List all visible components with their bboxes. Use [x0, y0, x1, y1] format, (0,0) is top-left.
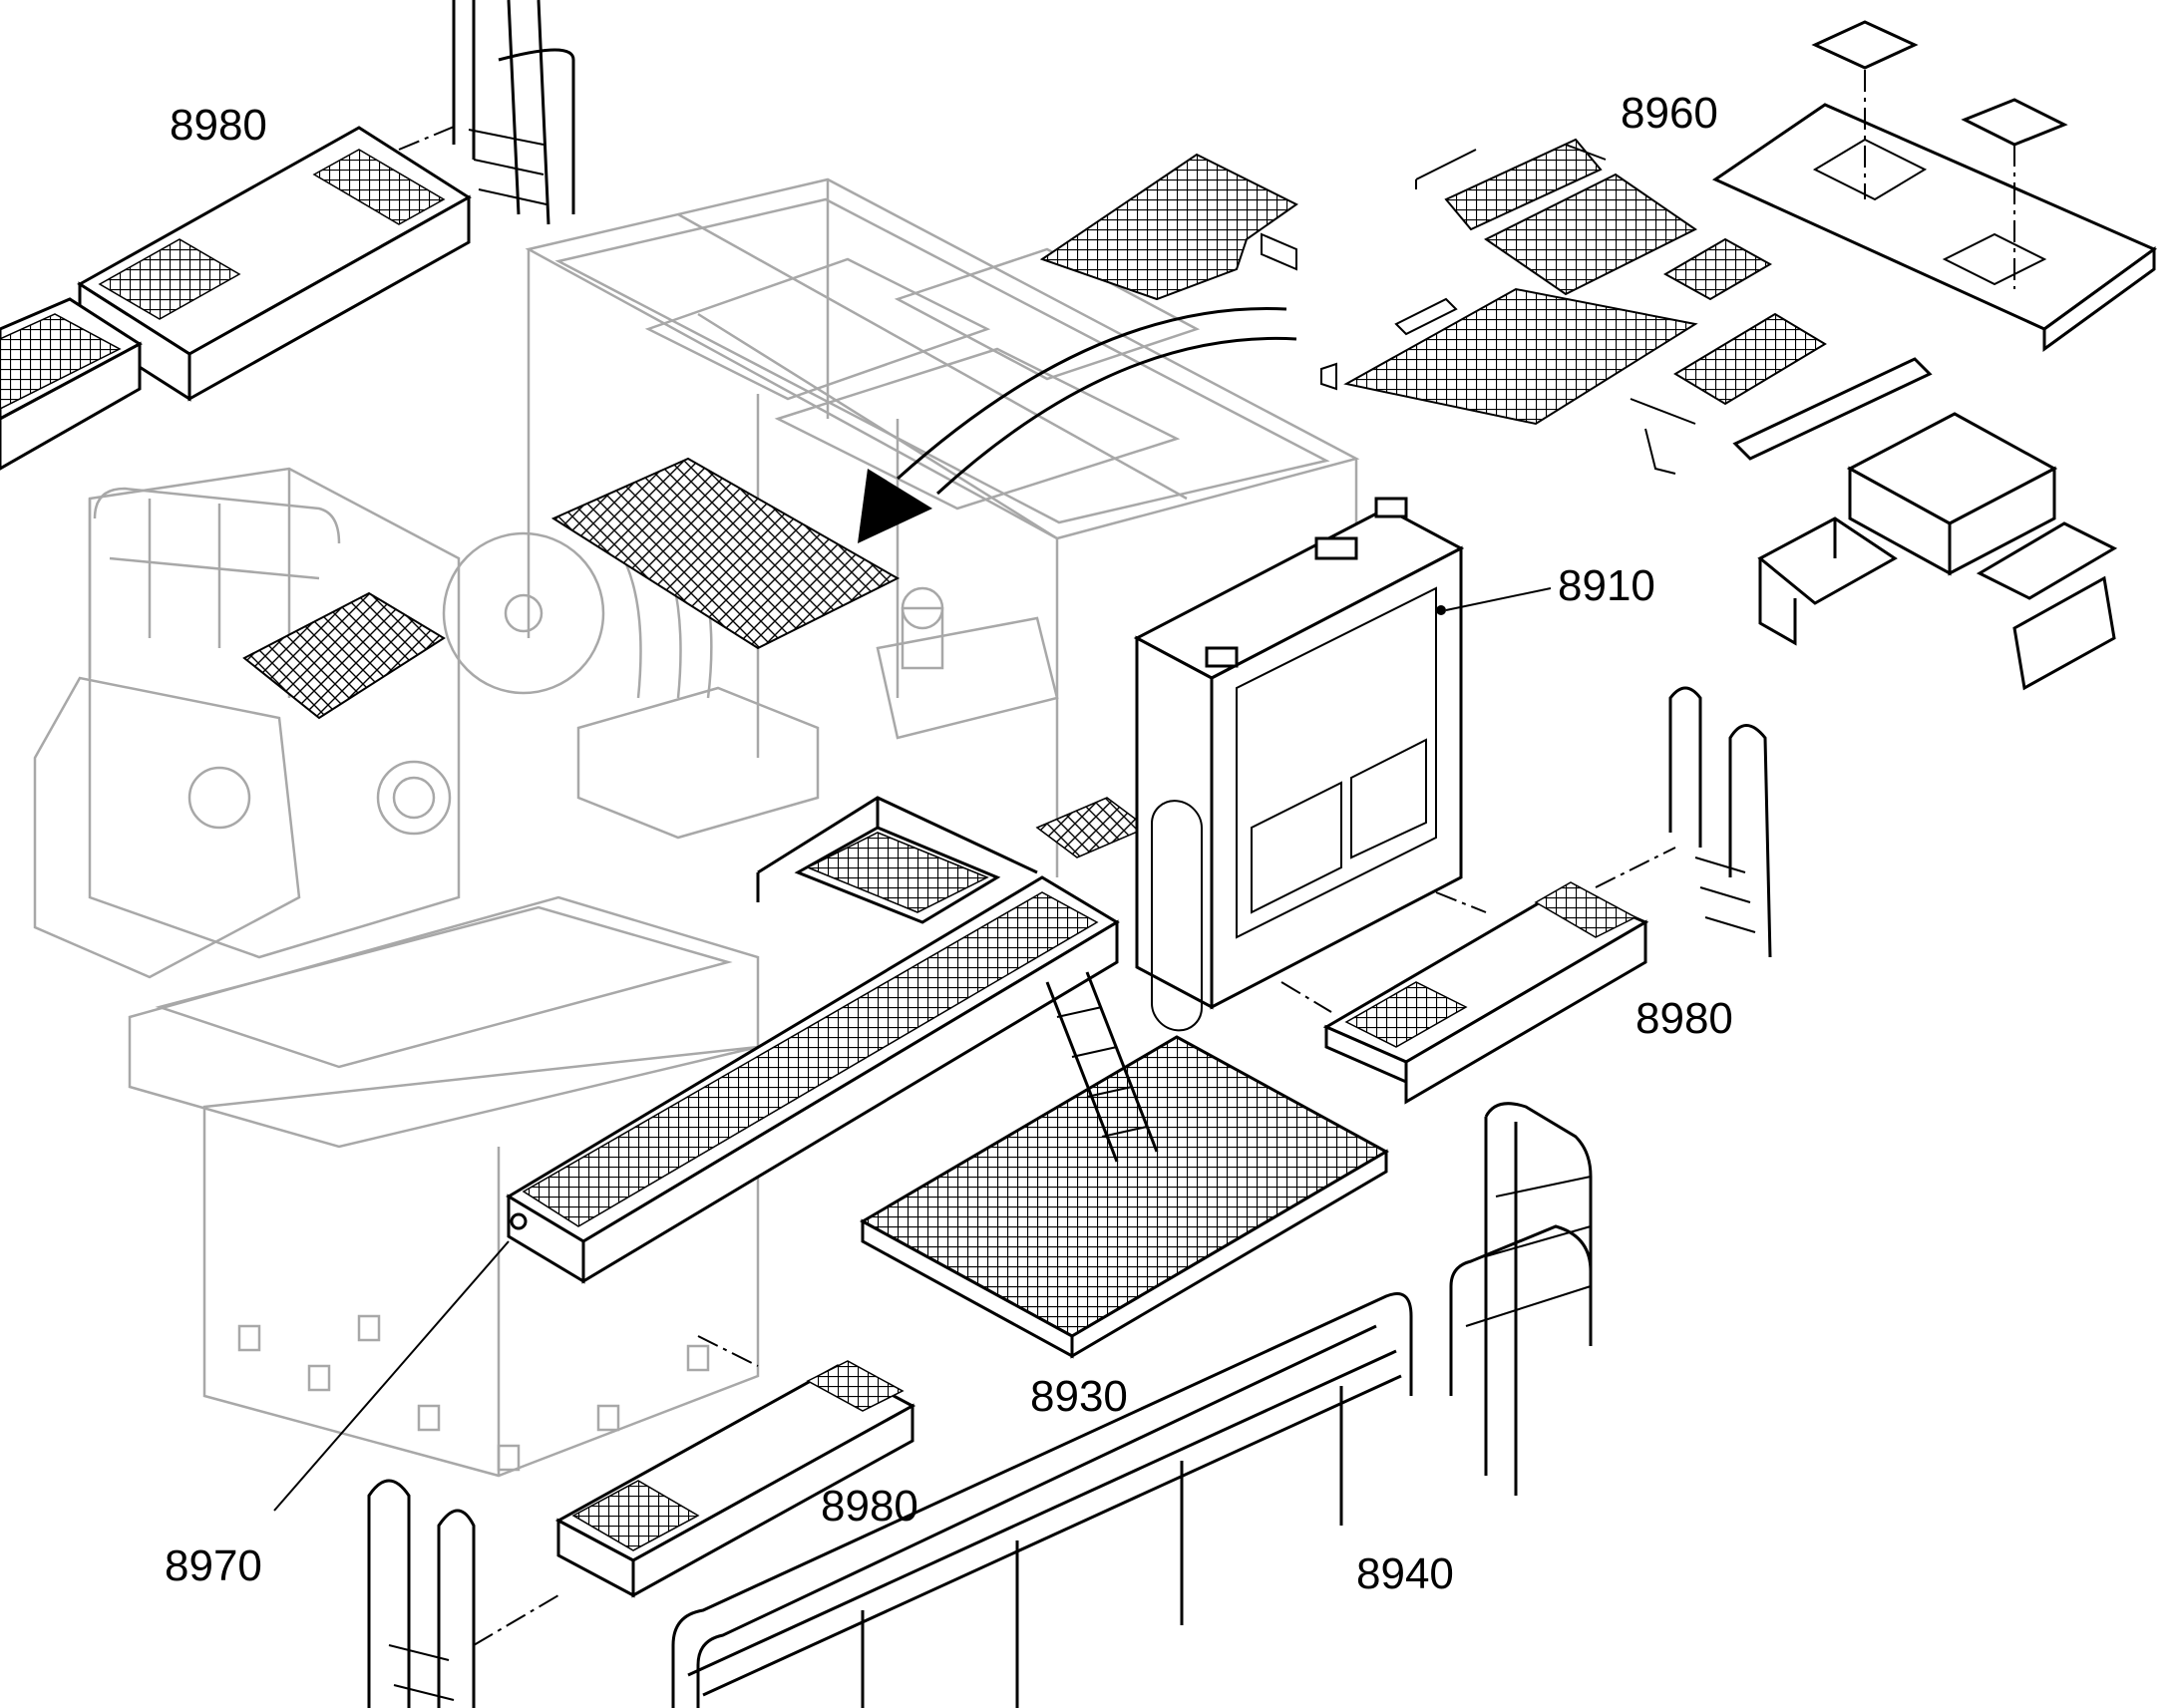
floor-plates-group: 8960: [1039, 20, 2157, 691]
label-8970: 8970: [165, 1541, 262, 1590]
label-8940: 8940: [1356, 1549, 1454, 1598]
machine-frame-ghost: [33, 177, 1360, 1478]
machine-deck-mesh: [550, 457, 901, 650]
label-8930: 8930: [1030, 1372, 1128, 1421]
top-left-steps-assembly: 8980: [0, 0, 575, 471]
bottom-steps-assembly: 8980: [367, 1335, 918, 1708]
label-8980-top-left: 8980: [170, 101, 267, 150]
label-8960: 8960: [1621, 89, 1718, 138]
railing-assembly: 8940: [671, 1102, 1593, 1708]
install-direction-arrow: [858, 306, 1297, 543]
label-8980-right: 8980: [1635, 994, 1733, 1043]
cabinet-assembly: 8910: [1133, 497, 1655, 1032]
label-8980-bottom: 8980: [821, 1482, 918, 1531]
frame-side-mesh: [1035, 797, 1149, 858]
label-8910: 8910: [1558, 561, 1655, 610]
left-house-deck-mesh: [242, 591, 446, 720]
platform-assembly: 8930: [859, 971, 1390, 1421]
right-steps-assembly: 8980: [1322, 686, 1772, 1105]
long-walkway-assembly: 8970: [165, 796, 1120, 1590]
